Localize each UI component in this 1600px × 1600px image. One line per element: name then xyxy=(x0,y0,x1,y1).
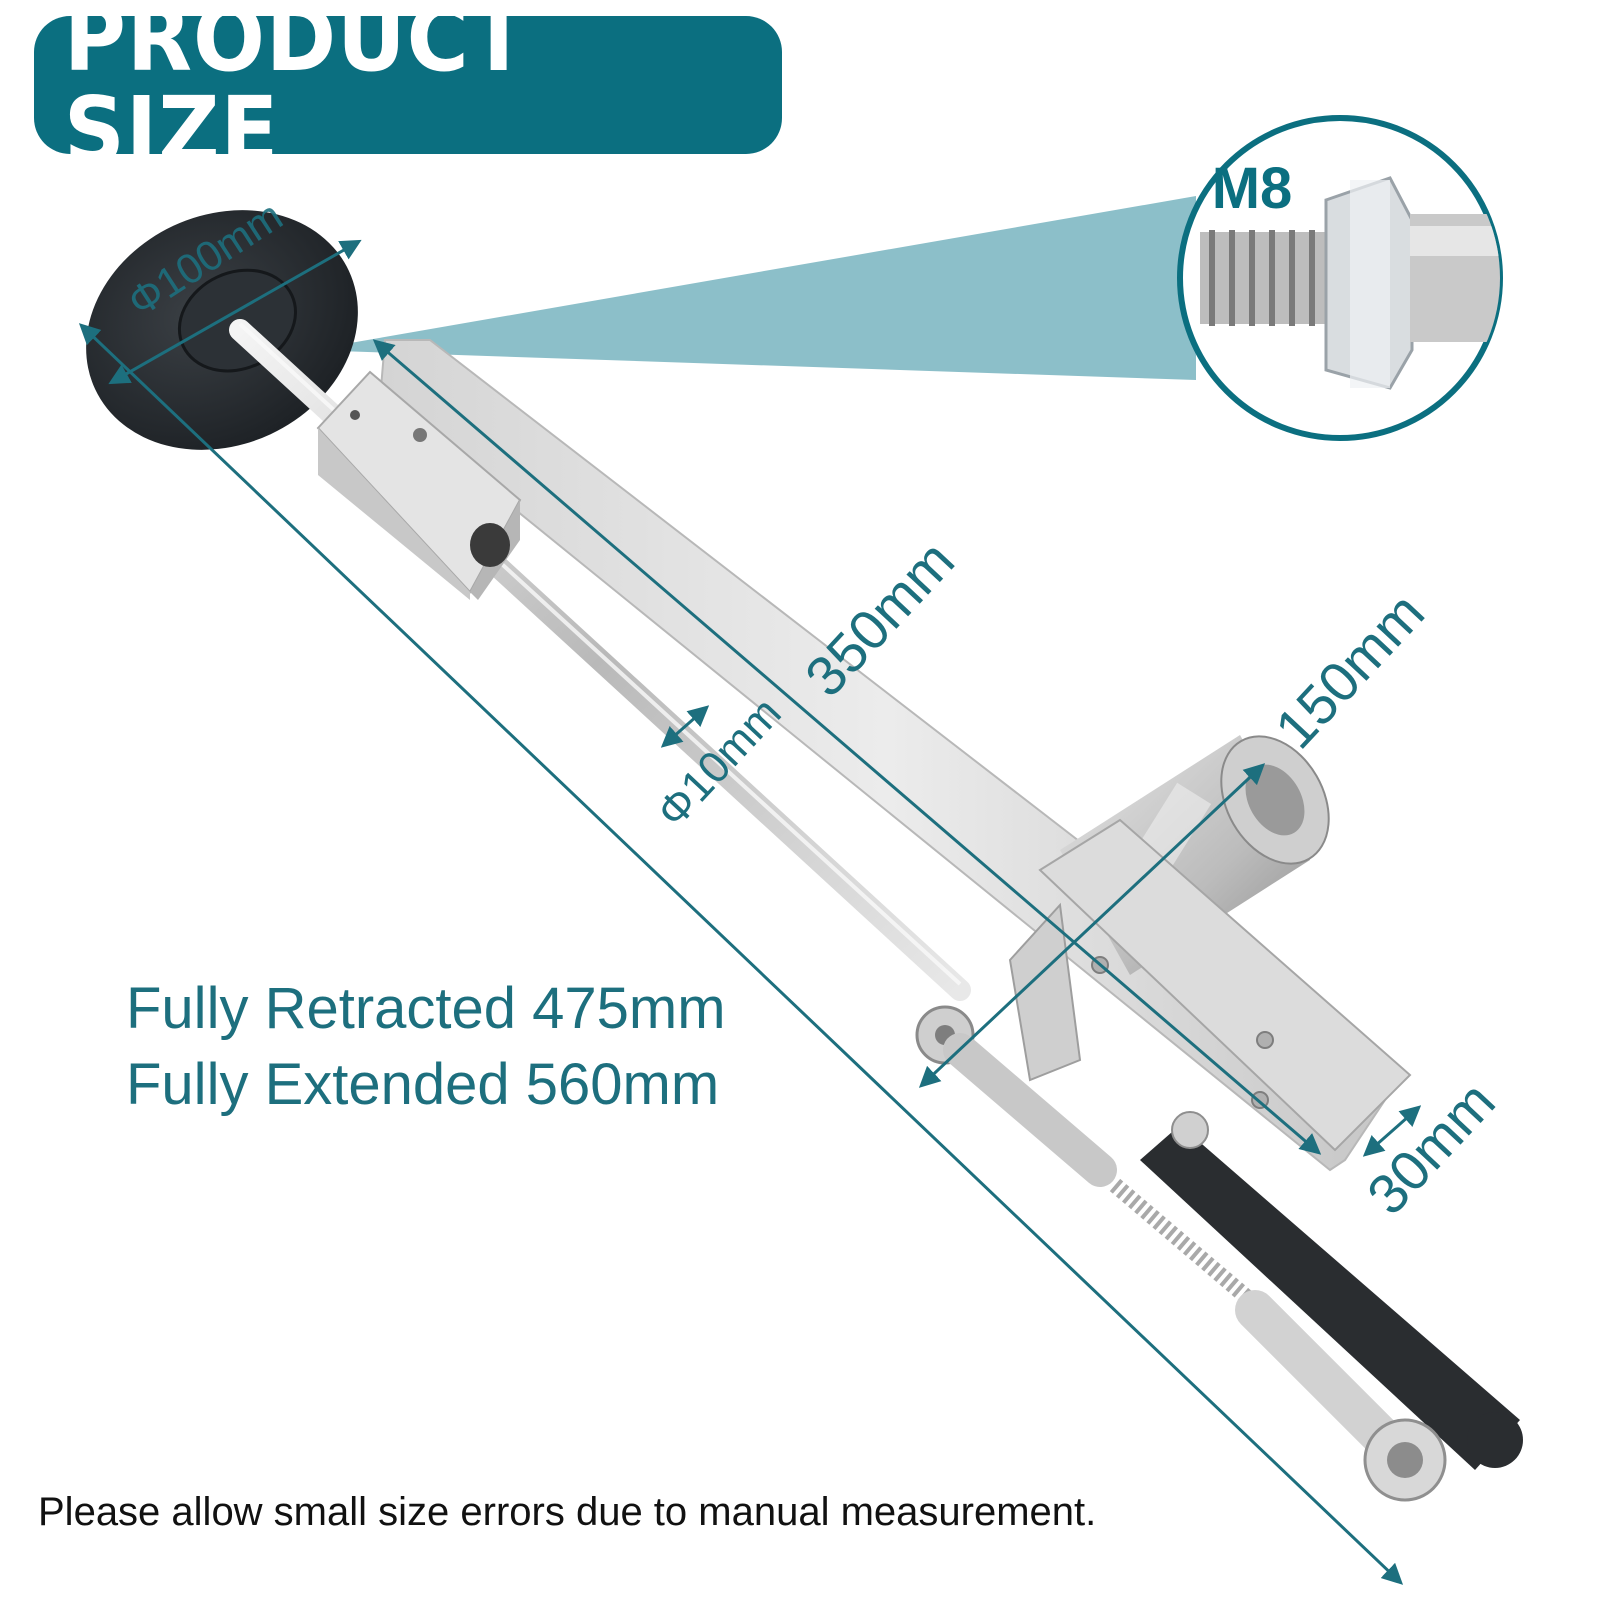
stroke-length-label: 350mm xyxy=(793,529,966,709)
fully-extended-spec: Fully Extended 560mm xyxy=(126,1052,720,1117)
banner-title: PRODUCT SIZE xyxy=(63,0,529,184)
m8-label: M8 xyxy=(1212,156,1293,221)
rod-diameter-line xyxy=(660,705,710,748)
fully-retracted-spec: Fully Retracted 475mm xyxy=(126,976,726,1041)
crank-arm xyxy=(1140,1125,1520,1470)
product-size-banner: PRODUCT SIZE xyxy=(34,0,782,177)
bracket-width-line xyxy=(1362,1105,1422,1157)
m8-thread-closeup: M8 xyxy=(1177,115,1503,441)
motor-height-label: 150mm xyxy=(1263,581,1436,761)
measurement-note: Please allow small size errors due to ma… xyxy=(38,1490,1097,1534)
motor-height-line xyxy=(918,763,1266,1088)
